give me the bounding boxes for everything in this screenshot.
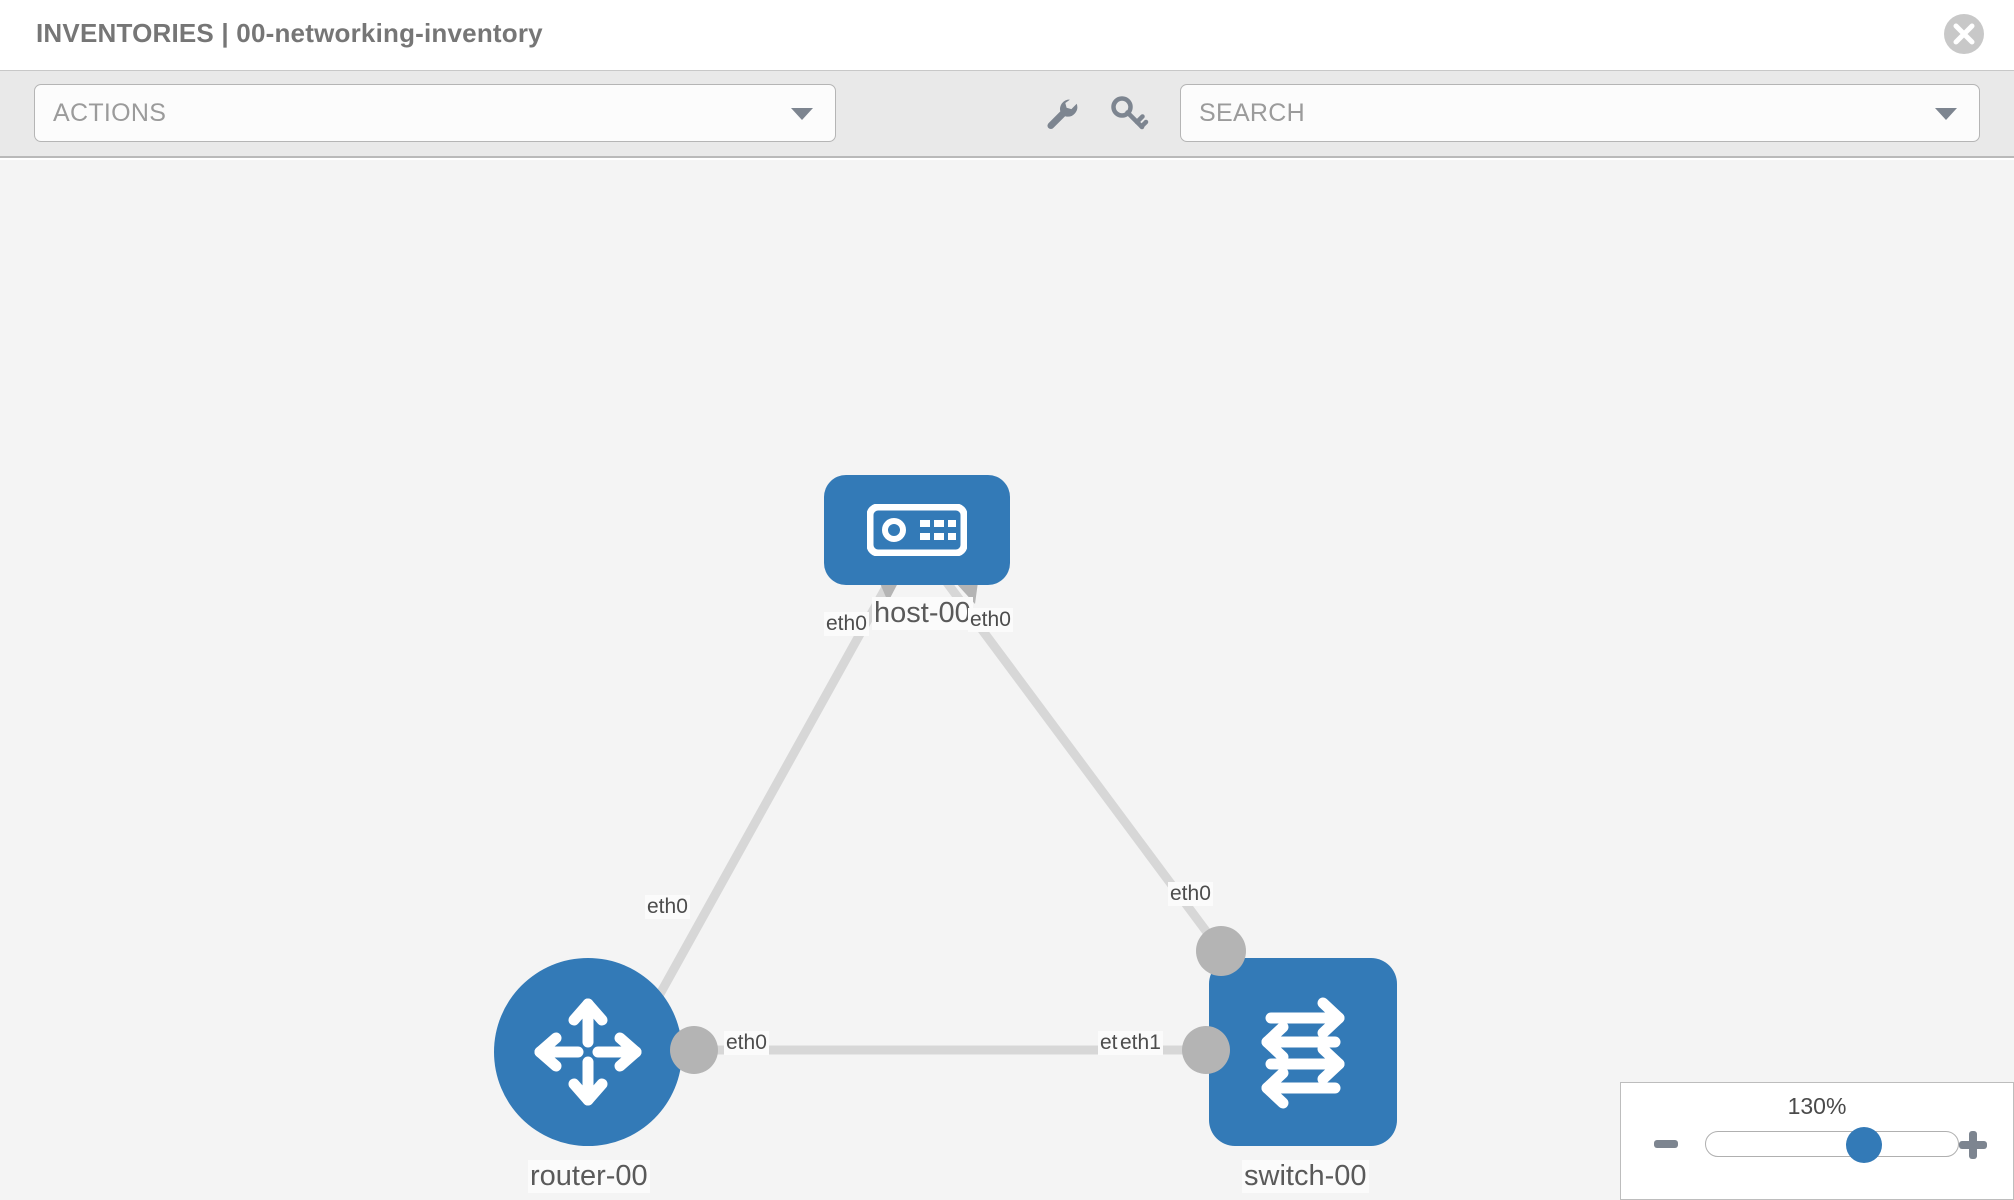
search-placeholder: SEARCH [1199, 99, 1305, 127]
node-switch-00-label: switch-00 [1242, 1160, 1369, 1193]
iface-label-host-left: eth0 [824, 612, 869, 636]
zoom-slider-track[interactable] [1705, 1127, 1959, 1163]
iface-label-host-right: eth0 [968, 608, 1013, 632]
server-appliance-icon [867, 504, 967, 556]
iface-label-switch-up: eth0 [1168, 882, 1213, 906]
connector-switch-top [1196, 926, 1246, 976]
node-host-00-shape[interactable] [824, 475, 1010, 585]
minus-icon [1654, 1140, 1678, 1148]
node-router-00[interactable] [494, 958, 682, 1146]
node-switch-00-shape[interactable] [1209, 958, 1397, 1146]
node-host-00-label: host-00 [872, 597, 973, 630]
connector-switch-left [1182, 1026, 1230, 1074]
chevron-down-icon [791, 108, 813, 120]
zoom-level-value: 130% [1787, 1093, 1847, 1119]
link-host-switch [941, 577, 1239, 973]
topology-graph [636, 560, 1239, 1055]
node-host-00[interactable] [824, 475, 1010, 585]
search-input[interactable]: SEARCH [1180, 84, 1980, 142]
wrench-icon[interactable] [1040, 93, 1082, 135]
page-title: INVENTORIES | 00-networking-inventory [36, 18, 543, 48]
topology-canvas[interactable]: host-00 eth0 eth0 router-00 eth0 eth0 [0, 160, 2014, 1200]
actions-dropdown-label: ACTIONS [53, 99, 167, 127]
zoom-out-button[interactable] [1651, 1129, 1681, 1159]
chevron-down-icon [1935, 108, 1957, 120]
actions-dropdown[interactable]: ACTIONS [34, 84, 836, 142]
node-router-00-label: router-00 [528, 1160, 650, 1193]
iface-label-router-right: eth0 [724, 1031, 769, 1055]
switch-arrows-icon [1261, 997, 1345, 1109]
key-icon[interactable] [1108, 93, 1150, 135]
link-host-router [636, 577, 894, 1033]
zoom-control-panel: 130% [1620, 1082, 2014, 1200]
plus-icon [1959, 1131, 1987, 1159]
close-icon[interactable] [1944, 14, 1984, 54]
zoom-in-button[interactable] [1957, 1129, 1989, 1161]
node-router-00-shape[interactable] [494, 958, 682, 1146]
toolbar: ACTIONS SEARCH [0, 70, 2014, 158]
page-header: INVENTORIES | 00-networking-inventory [0, 0, 2014, 70]
zoom-slider-thumb[interactable] [1846, 1127, 1882, 1163]
connector-router-right [670, 1026, 718, 1074]
iface-label-router-up: eth0 [645, 895, 690, 919]
node-switch-00[interactable] [1209, 958, 1397, 1146]
router-arrows-icon [534, 998, 642, 1106]
iface-label-switch-left-b: eth1 [1118, 1031, 1163, 1055]
